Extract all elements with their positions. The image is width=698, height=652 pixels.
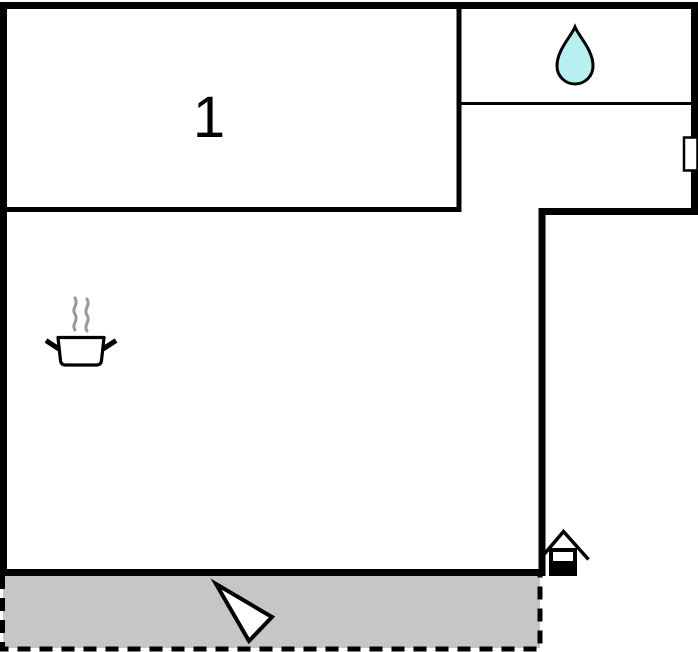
terrace-area — [3, 576, 540, 648]
steam-icon — [84, 297, 90, 333]
cooking-pot-icon — [44, 296, 118, 367]
house-door-fill — [553, 561, 573, 573]
pot-body — [56, 335, 106, 367]
steam-icon — [72, 296, 78, 332]
pot-handle-left — [44, 338, 61, 352]
exterior-wall — [0, 2, 698, 576]
direction-arrow-icon — [210, 578, 276, 645]
house-roof — [539, 528, 590, 561]
house-entrance-icon — [539, 528, 590, 576]
water-drop-icon — [555, 23, 595, 86]
window-marker — [682, 136, 698, 172]
terrace-dashed-border — [0, 576, 543, 652]
room-1-label: 1 — [193, 85, 225, 150]
pot-handle-right — [101, 338, 118, 352]
